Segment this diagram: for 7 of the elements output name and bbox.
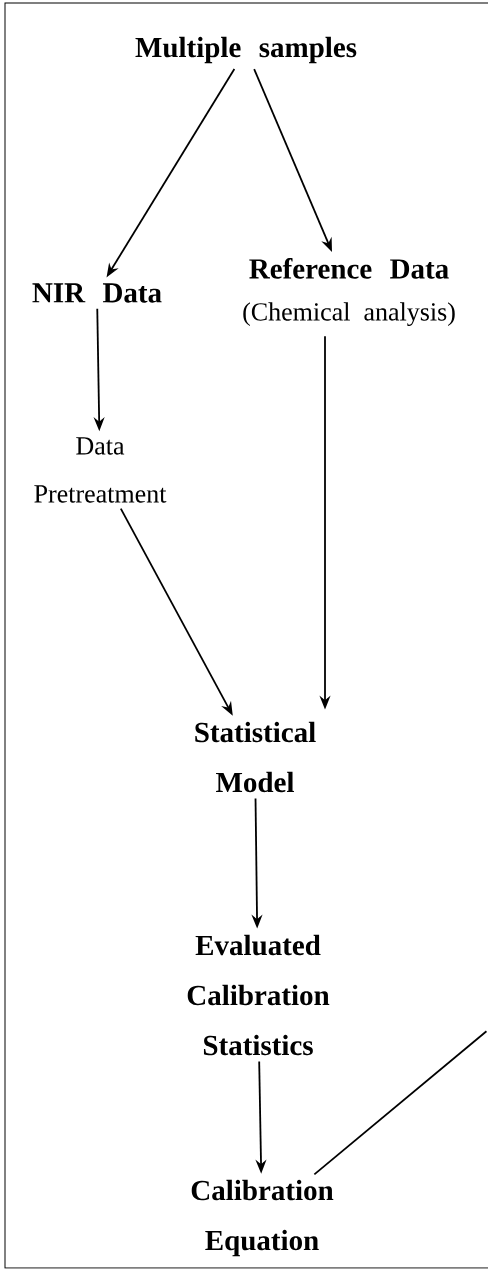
flow-label: Multiple samples xyxy=(135,36,357,64)
flow-label: Data Pretreatment xyxy=(34,437,167,503)
flow-label: Statistical Model xyxy=(195,721,316,793)
flow-label: NIR Data xyxy=(32,283,162,303)
flow-label: Calibration Equation xyxy=(191,1179,334,1257)
flow-label: Evaluated Calibration Statistics xyxy=(187,934,330,1056)
flow-label: Reference Data (Chemical analysis) xyxy=(243,258,455,326)
